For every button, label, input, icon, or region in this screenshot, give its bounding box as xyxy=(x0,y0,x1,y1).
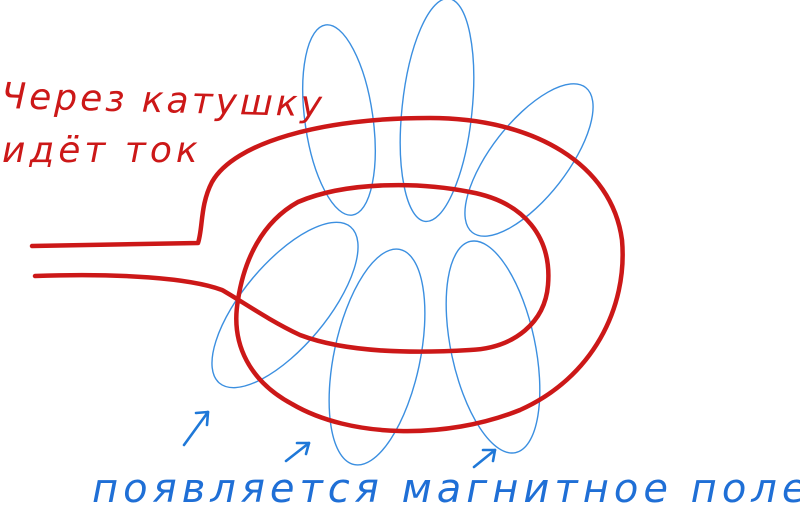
field-loop xyxy=(445,240,541,454)
current-label-line-2: идёт ток xyxy=(2,130,202,171)
current-label-line-1: Через катушку xyxy=(0,76,326,126)
field-loop xyxy=(328,248,426,466)
coil xyxy=(29,115,625,434)
magnetic-field-loops xyxy=(211,0,594,466)
magnetic-field-caption: появляется магнитное поле xyxy=(92,466,800,512)
field-loop xyxy=(464,83,594,237)
field-loop xyxy=(302,24,376,216)
arrow-icon xyxy=(284,441,311,463)
arrow-icon xyxy=(472,448,497,469)
coil-lead-in xyxy=(29,115,625,434)
arrow-icon xyxy=(182,410,210,447)
field-arrows xyxy=(182,410,497,469)
field-loop xyxy=(399,0,475,223)
field-loop xyxy=(211,221,359,389)
